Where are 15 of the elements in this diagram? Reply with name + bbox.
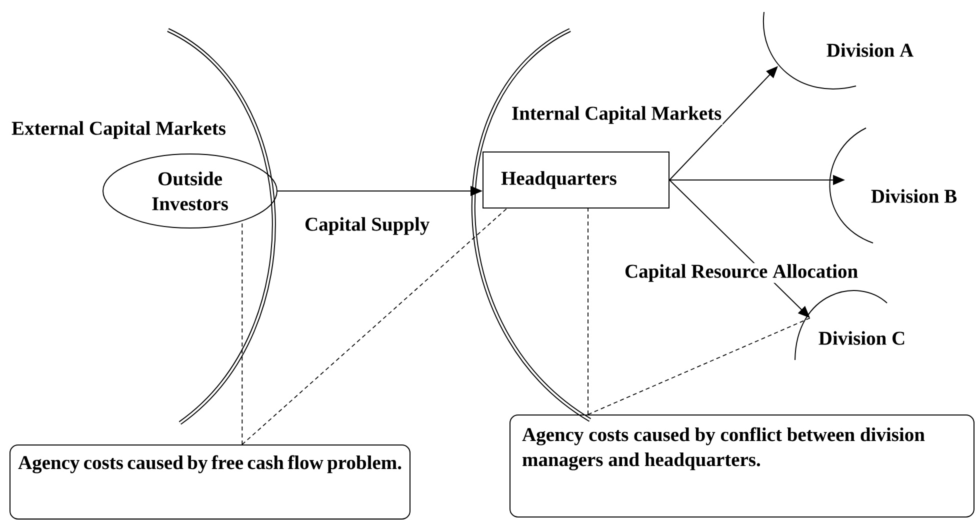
- division-label: Division B: [871, 189, 957, 203]
- leader-line: [242, 220, 243, 445]
- arrow: [669, 66, 778, 180]
- leader-line: [588, 318, 810, 415]
- region-label: Internal Capital Markets: [510, 105, 723, 125]
- leader-line: [242, 208, 508, 445]
- region-label: External Capital Markets: [10, 120, 227, 140]
- ellipse-node: Outside Investors: [102, 154, 278, 228]
- process-box: Headquarters: [482, 152, 670, 208]
- division-label: Division C: [818, 331, 904, 345]
- note-box: Agency costs caused by free cash flow problem.: [10, 444, 410, 520]
- region-label: Capital Resource Allocation: [624, 263, 860, 283]
- division-label: Division A: [826, 43, 914, 57]
- note-box: Agency costs caused by conflict between division managers and headquarters.: [510, 414, 975, 518]
- region-label: Capital Supply: [304, 216, 431, 236]
